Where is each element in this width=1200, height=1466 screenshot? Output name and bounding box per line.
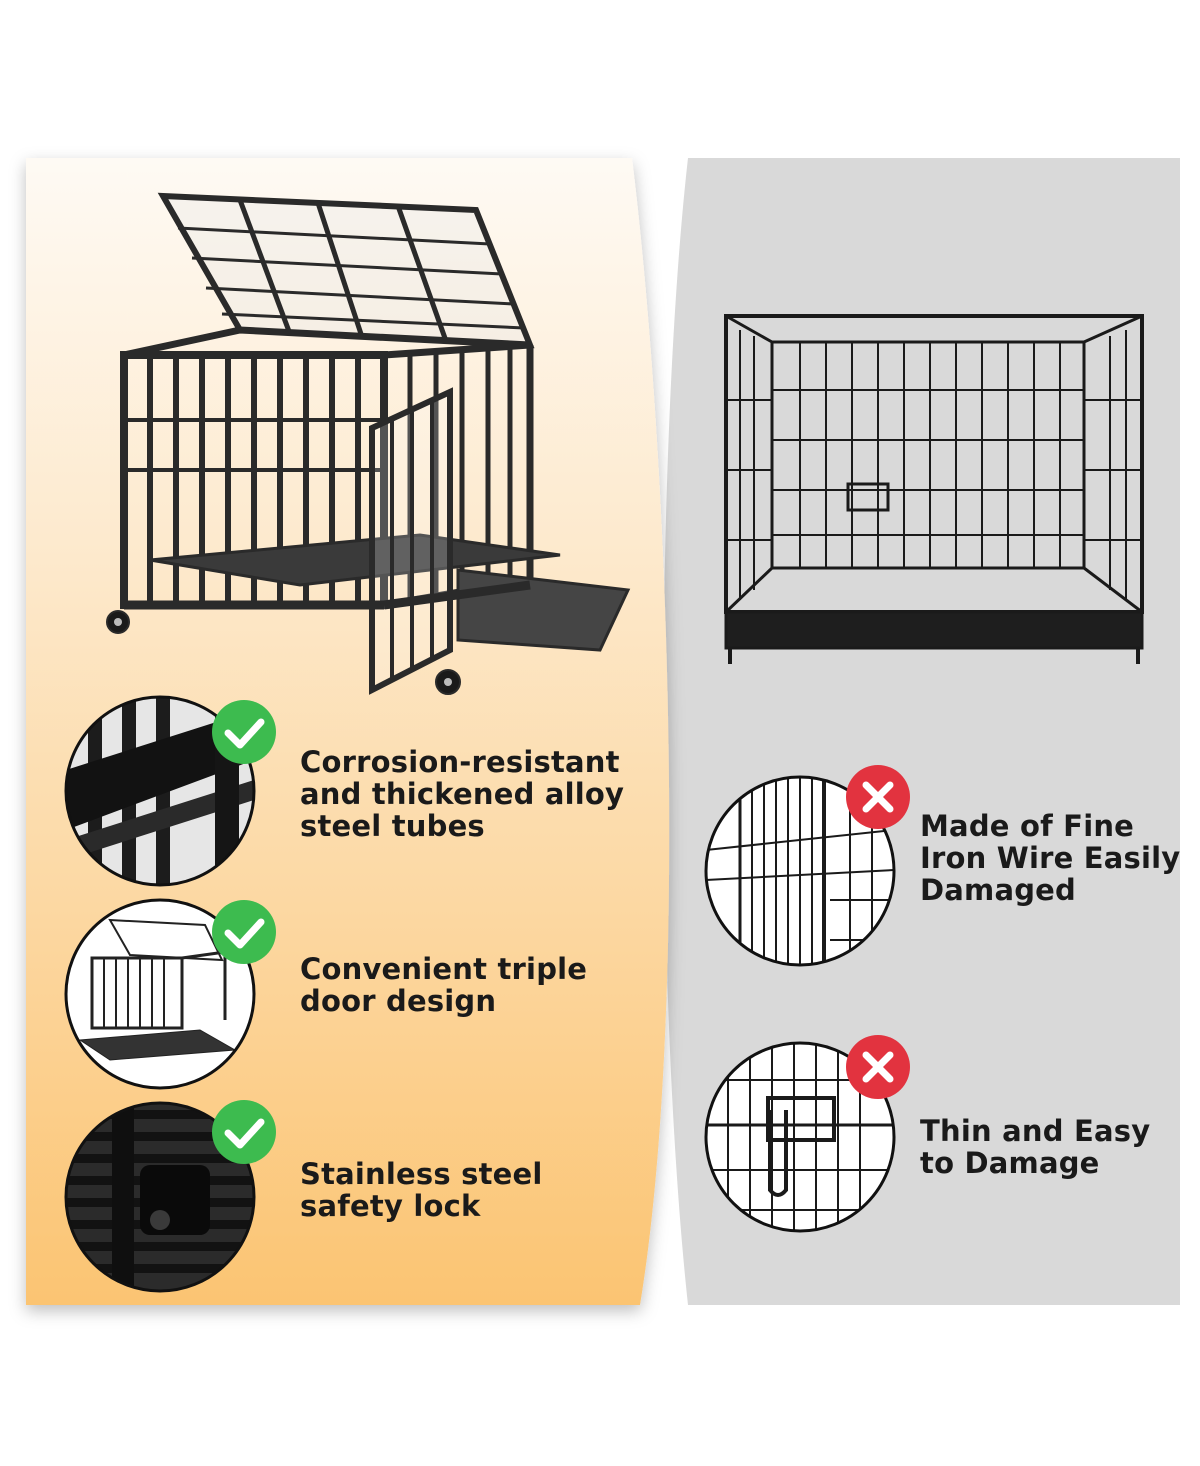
feature-line: and thickened alloy <box>300 777 625 811</box>
feature-line: door design <box>300 984 497 1018</box>
feature-line: Convenient triple <box>300 952 588 986</box>
check-icon <box>212 1100 276 1164</box>
check-icon <box>212 900 276 964</box>
other-product-panel <box>663 158 1180 1305</box>
feature-line: Damaged <box>920 873 1077 907</box>
cross-icon <box>846 1035 910 1099</box>
feature-text-safety-lock: Stainless steel safety lock <box>300 1158 543 1222</box>
triple-door-cage <box>64 898 256 1090</box>
feature-text-corrosion: Corrosion-resistant and thickened alloy … <box>300 746 624 842</box>
feature-line: to Damage <box>920 1146 1100 1180</box>
thin-latch-closeup <box>704 1041 896 1233</box>
feature-text-thin: Thin and Easy to Damage <box>920 1115 1150 1179</box>
feature-line: Made of Fine <box>920 809 1135 843</box>
feature-line: safety lock <box>300 1189 481 1223</box>
feature-line: Iron Wire Easily <box>920 841 1181 875</box>
safety-lock-closeup <box>64 1101 256 1293</box>
heavy-duty-cage-icon <box>106 192 631 695</box>
cross-icon <box>846 765 910 829</box>
feature-line: steel tubes <box>300 809 485 843</box>
feature-text-triple-door: Convenient triple door design <box>300 953 587 1017</box>
feature-line: Corrosion-resistant <box>300 745 620 779</box>
fine-wire-closeup <box>704 775 896 967</box>
wire-crate-icon <box>724 314 1144 664</box>
feature-line: Thin and Easy <box>920 1114 1151 1148</box>
feature-line: Stainless steel <box>300 1157 543 1191</box>
feature-text-fine-wire: Made of Fine Iron Wire Easily Damaged <box>920 810 1180 906</box>
check-icon <box>212 700 276 764</box>
